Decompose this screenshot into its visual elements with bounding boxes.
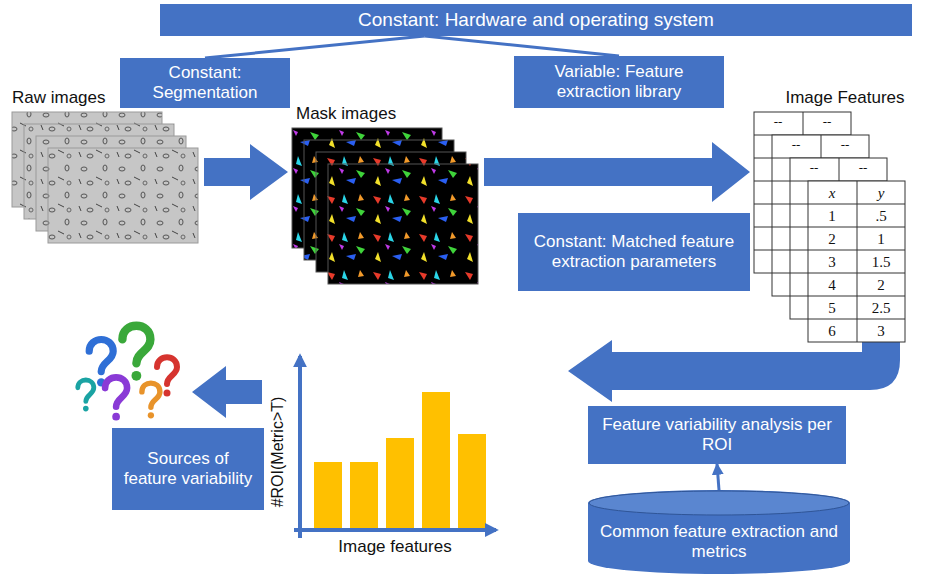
feature-table-stack (754, 112, 905, 342)
table-cell: 1 (877, 230, 885, 248)
table-cell: 3 (828, 253, 836, 271)
bar-chart (294, 356, 496, 538)
node-text: Common feature extraction and metrics (596, 522, 842, 563)
table-cell: x (829, 184, 836, 202)
process-box: Feature variability analysis per ROI (588, 406, 846, 464)
question-mark (142, 383, 160, 418)
mask-image (328, 164, 478, 284)
table-cell: 3 (877, 322, 885, 340)
table-cell: -- (810, 160, 819, 176)
table-cell: 2.5 (872, 299, 891, 317)
connector (205, 36, 425, 58)
image-caption: Mask images (296, 104, 396, 124)
constant-bar: Constant: Hardware and operating system (160, 4, 912, 36)
cylinder-body (588, 490, 850, 574)
table-cell: 2 (828, 230, 836, 248)
bar (314, 462, 342, 528)
node-text: Feature variability analysis per ROI (596, 415, 838, 456)
bar (386, 438, 414, 528)
image-caption: Raw images (12, 88, 106, 108)
node-text: Constant: Hardware and operating system (358, 9, 714, 32)
process-box: Constant: Segmentation (120, 58, 290, 108)
question-mark (122, 326, 150, 381)
table-grid (808, 181, 905, 342)
process-box: Variable: Feature extraction library (514, 56, 724, 108)
question-marks-icon (78, 326, 177, 421)
y-axis (298, 356, 302, 538)
question-mark (78, 380, 94, 411)
block-arrow (192, 366, 262, 418)
table-cell: 6 (828, 322, 836, 340)
raw-image (48, 148, 198, 243)
raw-image-stack (12, 112, 198, 243)
table-cell: 1.5 (872, 253, 891, 271)
x-axis (294, 528, 496, 532)
table-cell: 5 (828, 299, 836, 317)
table-cell: y (878, 184, 885, 202)
node-text: Variable: Feature extraction library (522, 62, 716, 103)
question-mark (105, 377, 127, 420)
image-caption: Image Features (785, 88, 904, 108)
axis-title: Image features (338, 537, 451, 557)
feature-table (808, 181, 905, 342)
table-cell: 2 (877, 276, 885, 294)
axis-title: #ROI(Metric>T) (268, 397, 287, 508)
table-cell: .5 (875, 207, 886, 225)
block-arrow (484, 142, 750, 202)
connector (425, 36, 619, 56)
cylinder-top (589, 491, 849, 515)
table-cell: 4 (828, 276, 836, 294)
bar (458, 434, 486, 528)
process-box: Constant: Matched feature extraction par… (518, 213, 750, 291)
table-cell: -- (774, 114, 783, 130)
table-cell: -- (841, 137, 850, 153)
bar (422, 392, 450, 528)
database-cylinder: Common feature extraction and metrics (588, 490, 850, 574)
node-text: Sources of feature variability (120, 449, 256, 490)
bar (350, 462, 378, 528)
node-text: Constant: Segmentation (128, 63, 282, 104)
mask-image-stack (292, 128, 478, 284)
connector (717, 464, 719, 490)
table-cell: -- (792, 137, 801, 153)
table-cell: 1 (828, 207, 836, 225)
table-cell: -- (859, 160, 868, 176)
table-cell: -- (823, 114, 832, 130)
node-text: Constant: Matched feature extraction par… (526, 232, 742, 273)
block-arrow (204, 144, 288, 200)
process-box: Sources of feature variability (112, 428, 264, 510)
